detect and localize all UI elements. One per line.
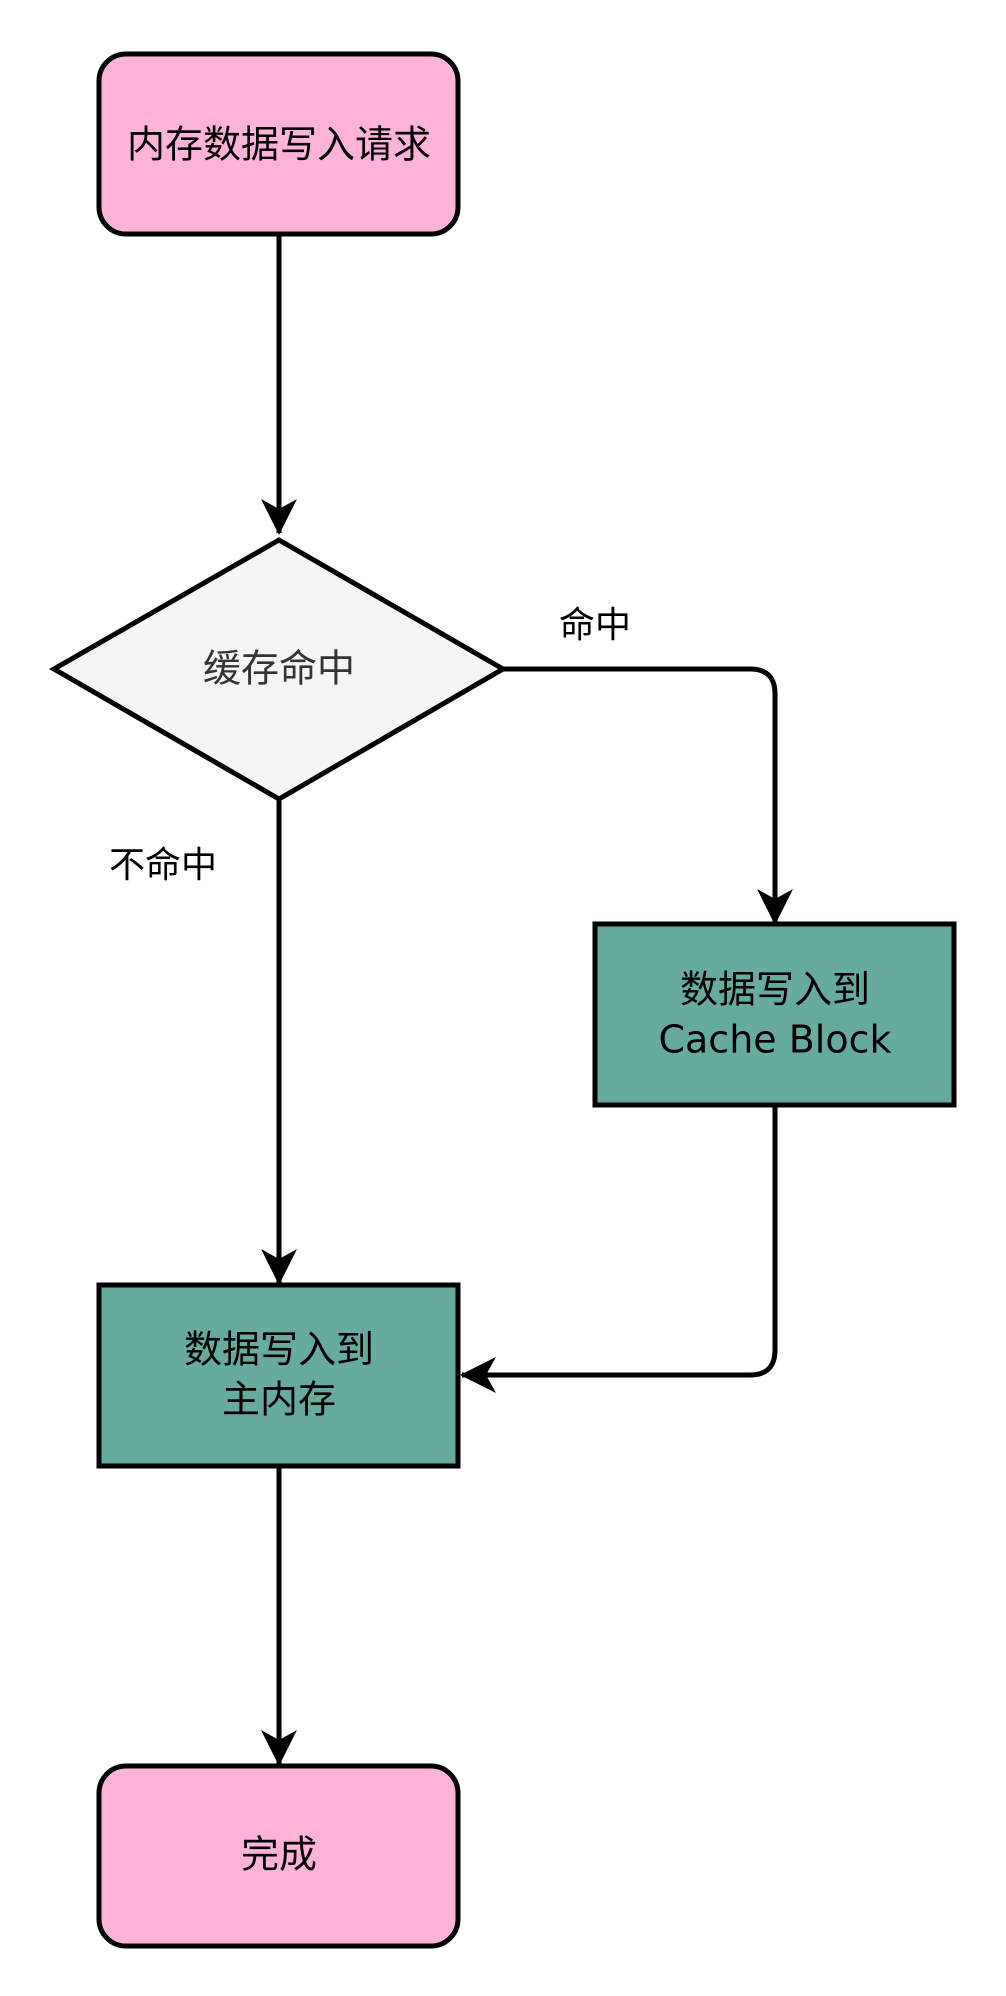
edge-cache-to-memory: [460, 1104, 778, 1393]
edge-label-hit: 命中: [559, 605, 631, 646]
write-cache-process-shape: [592, 921, 957, 1108]
decision-label: 缓存命中: [203, 647, 355, 691]
edge-decision-to-cache: [503, 666, 793, 925]
edge-label-miss: 不命中: [109, 845, 217, 886]
write-memory-label-line1: 数据写入到: [184, 1328, 374, 1372]
node-write-cache: 数据写入到 Cache Block: [592, 921, 957, 1108]
edges: [261, 235, 793, 1766]
node-decision: 缓存命中: [48, 537, 508, 802]
write-cache-label-line1: 数据写入到: [680, 968, 870, 1012]
decision-diamond-shape: [48, 537, 508, 802]
start-label: 内存数据写入请求: [127, 123, 431, 167]
write-cache-label-line2: Cache Block: [658, 1018, 891, 1062]
node-start: 内存数据写入请求: [96, 51, 461, 237]
write-memory-label-line2: 主内存: [222, 1378, 336, 1422]
node-write-memory: 数据写入到 主内存: [96, 1282, 461, 1469]
end-terminal-shape: [96, 1763, 461, 1949]
node-end: 完成: [96, 1763, 461, 1949]
write-memory-process-shape: [96, 1282, 461, 1469]
end-label: 完成: [241, 1833, 317, 1877]
start-terminal-shape: [96, 51, 461, 237]
